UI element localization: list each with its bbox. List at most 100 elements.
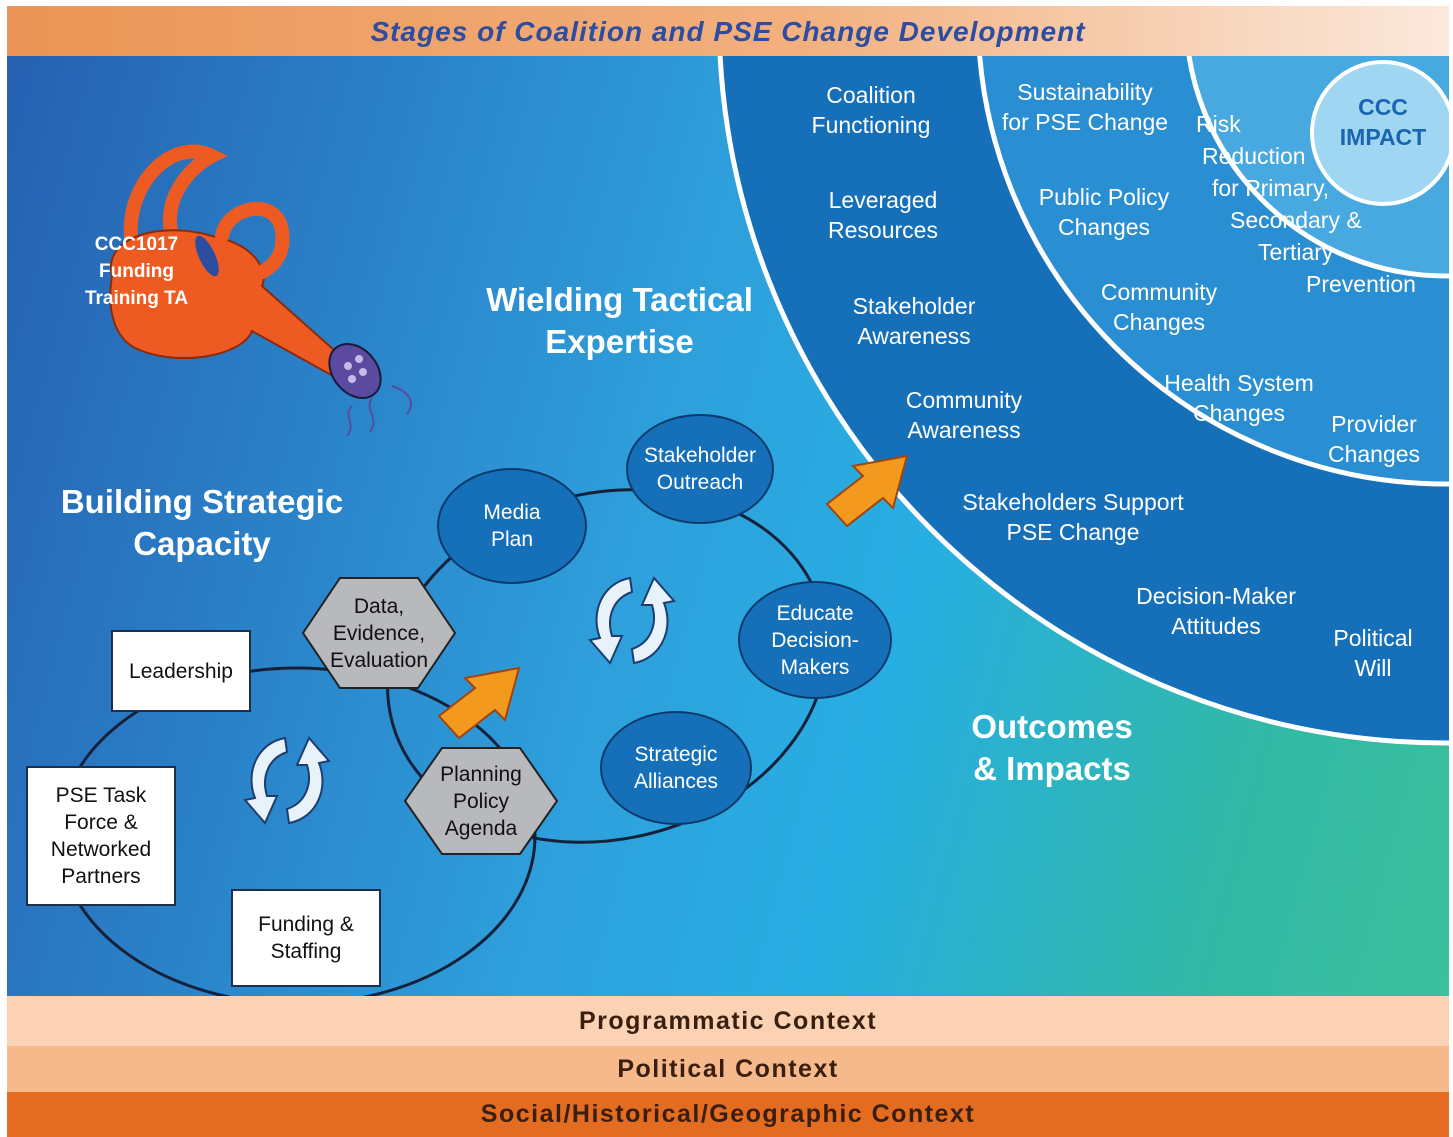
hex-label-line: Agenda [444, 816, 518, 840]
heading-line: Outcomes [971, 708, 1133, 745]
watering-can-label: CCC1017 Funding Training TA [69, 231, 204, 312]
label-decision-maker-attitudes: Decision-Maker Attitudes [1116, 581, 1316, 641]
box-label-line: Networked [50, 838, 152, 861]
box-label-line: Staffing [270, 940, 342, 963]
label-line: Coalition [826, 82, 916, 108]
can-label-line: Funding [99, 261, 174, 282]
hex-label-line: Planning [440, 762, 522, 786]
circle-label-line: Makers [780, 655, 850, 679]
circle-label-line: Educate [776, 601, 854, 625]
label-line: Secondary & [1230, 207, 1362, 233]
label-provider-changes: Provider Changes [1309, 409, 1439, 469]
box-label-line: Force & [64, 811, 138, 834]
heading-line: Building Strategic [60, 483, 344, 520]
title-bar: Stages of Coalition and PSE Change Devel… [7, 6, 1449, 56]
label-line: Sustainability [1017, 79, 1153, 105]
cycle-arrows-icon [588, 576, 676, 665]
label-line: Awareness [907, 417, 1021, 443]
circle-media-plan: Media Plan [437, 468, 587, 584]
hex-label-line: Data, [353, 594, 405, 618]
heading-line: & Impacts [973, 750, 1131, 787]
circle-label-line: Alliances [633, 770, 719, 793]
label-line: Public Policy [1038, 184, 1170, 210]
label-line: Political [1333, 625, 1413, 651]
can-label-line: CCC1017 [94, 234, 179, 255]
box-label: Leadership [129, 659, 233, 683]
hexagon-planning-policy: Planning Policy Agenda [403, 746, 559, 856]
heading-line: Wielding Tactical [486, 281, 753, 318]
box-label-line: Funding & [258, 913, 354, 936]
can-label-line: Training TA [84, 288, 189, 309]
label-line: for Primary, [1212, 175, 1330, 201]
box-label-line: Partners [61, 865, 141, 888]
circle-label-line: Media [483, 501, 541, 524]
social-context-band: Social/Historical/Geographic Context [7, 1092, 1449, 1137]
label-public-policy: Public Policy Changes [1014, 182, 1194, 242]
box-label-line: PSE Task [55, 784, 147, 807]
orange-arrow-icon [437, 666, 521, 740]
label-leveraged-resources: Leveraged Resources [793, 185, 973, 245]
label-line: Community [1100, 279, 1218, 305]
label-line: Risk [1196, 111, 1241, 137]
circle-label-line: Stakeholder [643, 444, 757, 467]
circle-stakeholder-outreach: Stakeholder Outreach [626, 414, 774, 524]
circle-label-line: Decision- [771, 628, 859, 652]
label-line: Changes [1327, 441, 1421, 467]
label-line: Changes [1192, 400, 1286, 426]
label-line: Awareness [857, 323, 971, 349]
programmatic-context-band: Programmatic Context [7, 996, 1449, 1046]
circle-strategic-alliances: Strategic Alliances [600, 711, 752, 825]
diagram-area: CCC1017 Funding Training TA Building Str… [7, 56, 1449, 996]
label-line: IMPACT [1339, 124, 1427, 150]
label-line: Functioning [811, 112, 931, 138]
circle-label-line: Outreach [656, 471, 744, 494]
heading-wielding-expertise: Wielding Tactical Expertise [457, 279, 782, 363]
label-line: PSE Change [1006, 519, 1140, 545]
heading-outcomes-impacts: Outcomes & Impacts [912, 706, 1192, 790]
label-line: Prevention [1306, 271, 1416, 297]
political-context-band: Political Context [7, 1046, 1449, 1092]
label-health-system: Health System Changes [1149, 368, 1329, 428]
label-line: Changes [1112, 309, 1206, 335]
label-line: Attitudes [1171, 613, 1261, 639]
circle-label-line: Plan [490, 528, 533, 551]
label-community-changes: Community Changes [1079, 277, 1239, 337]
rings-svg [57, 56, 1449, 996]
label-coalition-functioning: Coalition Functioning [781, 80, 961, 140]
impact-circle [1310, 60, 1449, 206]
label-sustainability: Sustainability for PSE Change [985, 77, 1185, 137]
box-leadership: Leadership [111, 630, 251, 712]
label-political-will: Political Will [1313, 623, 1433, 683]
label-stakeholder-awareness: Stakeholder Awareness [824, 291, 1004, 351]
label-community-awareness: Community Awareness [874, 385, 1054, 445]
label-line: for PSE Change [1001, 109, 1169, 135]
label-line: Will [1354, 655, 1392, 681]
hex-label-line: Policy [452, 789, 509, 813]
heading-building-capacity: Building Strategic Capacity [37, 481, 367, 565]
watering-can-icon [109, 144, 412, 437]
orange-arrow-icon [825, 454, 909, 528]
label-line: Stakeholder [852, 293, 976, 319]
hex-label-line: Evidence, [332, 621, 426, 645]
diagram-title: Stages of Coalition and PSE Change Devel… [370, 16, 1086, 47]
label-ccc-impact: CCC IMPACT [1323, 92, 1443, 152]
circle-educate-decision-makers: Educate Decision- Makers [738, 581, 892, 699]
heading-line: Expertise [545, 323, 694, 360]
cycle-arrows-icon [243, 736, 331, 825]
label-risk-reduction: Risk Reduction for Primary, Secondary & … [1196, 108, 1416, 300]
box-pse-task-force: PSE Task Force & Networked Partners [26, 766, 176, 906]
label-line: Decision-Maker [1136, 583, 1296, 609]
label-line: Stakeholders Support [962, 489, 1184, 515]
label-line: Community [905, 387, 1023, 413]
label-line: Resources [828, 217, 938, 243]
hexagon-data-evidence: Data, Evidence, Evaluation [301, 576, 457, 690]
hex-label-line: Evaluation [329, 648, 429, 672]
label-line: CCC [1358, 94, 1408, 120]
label-line: Changes [1057, 214, 1151, 240]
circle-label-line: Strategic [634, 743, 718, 766]
label-line: Reduction [1202, 143, 1306, 169]
label-line: Tertiary [1258, 239, 1334, 265]
heading-line: Capacity [133, 525, 271, 562]
label-line: Health System [1164, 370, 1314, 396]
label-line: Leveraged [828, 187, 938, 213]
